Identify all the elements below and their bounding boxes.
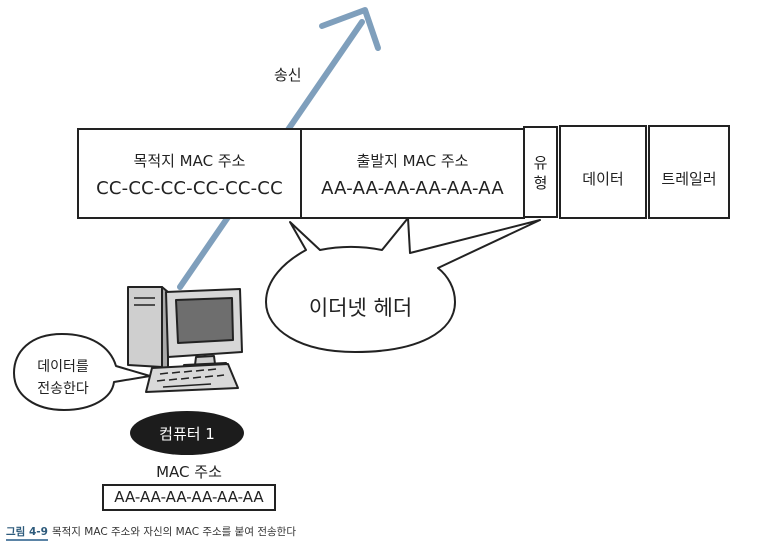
data-label: 데이터	[582, 170, 624, 188]
computer-icon	[127, 286, 243, 393]
speech-line-2: 전송한다	[37, 381, 89, 397]
type-box	[523, 126, 558, 218]
caption-text: 목적지 MAC 주소와 자신의 MAC 주소를 붙여 전송한다	[51, 526, 296, 538]
dest-mac-value: CC-CC-CC-CC-CC-CC	[96, 178, 283, 199]
speech-line-1: 데이터를	[37, 359, 89, 375]
type-label-bottom: 형	[533, 174, 548, 192]
header-bubble	[265, 217, 541, 353]
src-mac-box	[300, 128, 525, 219]
dest-mac-label: 목적지 MAC 주소	[133, 152, 246, 170]
computer-name: 컴퓨터 1	[159, 425, 215, 443]
data-box	[559, 125, 647, 219]
dest-mac-box	[77, 128, 302, 219]
computer-mac-label: MAC 주소	[156, 463, 222, 481]
trailer-box	[648, 125, 730, 219]
computer-mac-box	[102, 484, 276, 511]
header-bubble-label: 이더넷 헤더	[308, 296, 413, 320]
send-label: 송신	[274, 66, 302, 84]
type-label-top: 유	[533, 154, 548, 172]
ethernet-frame	[77, 125, 730, 219]
computer-name-badge	[130, 411, 244, 455]
speech-bubble	[13, 333, 151, 411]
figure-number: 그림 4-9	[6, 526, 48, 541]
src-mac-label: 출발지 MAC 주소	[356, 152, 469, 170]
src-mac-value: AA-AA-AA-AA-AA-AA	[321, 178, 504, 199]
computer-mac-value: AA-AA-AA-AA-AA-AA	[114, 488, 264, 506]
trailer-label: 트레일러	[661, 170, 717, 188]
